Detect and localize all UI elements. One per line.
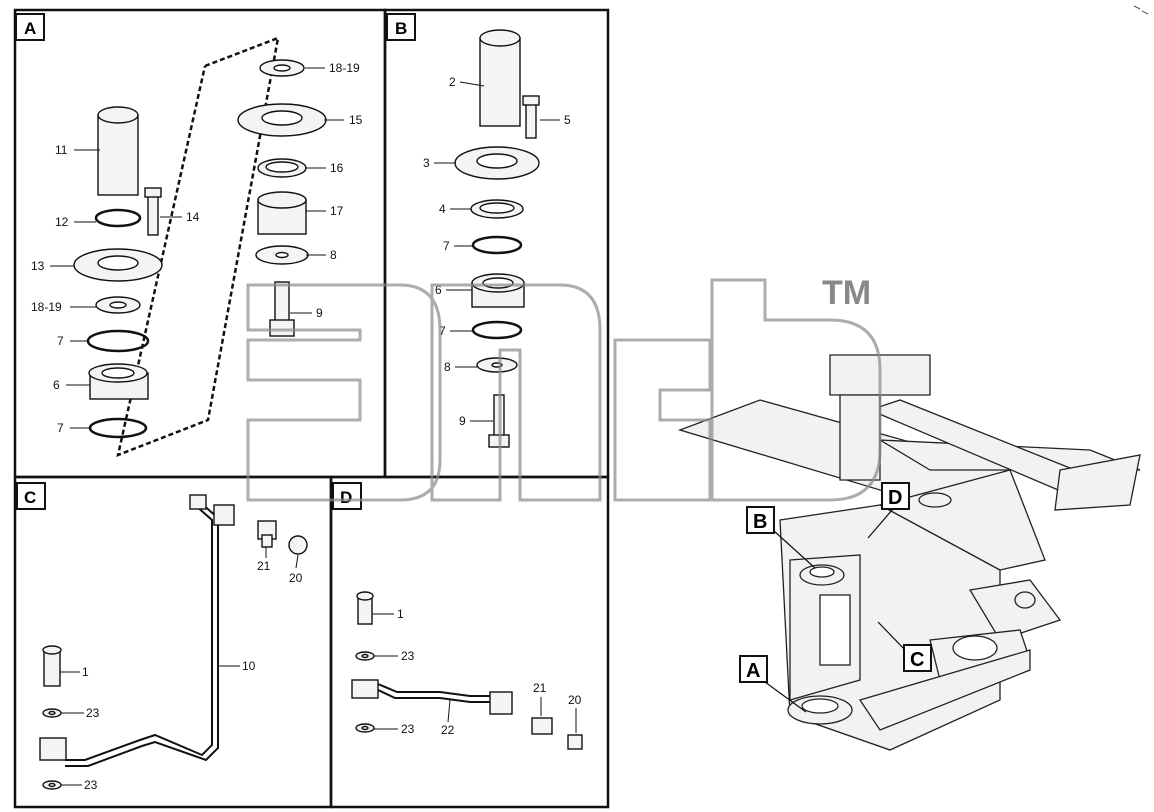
overview-callouts: B D A C bbox=[739, 482, 932, 683]
panel-frames bbox=[13, 8, 610, 809]
svg-text:3: 3 bbox=[423, 156, 430, 170]
svg-text:9: 9 bbox=[459, 414, 466, 428]
frame-overview-drawing bbox=[677, 354, 1141, 751]
svg-text:6: 6 bbox=[53, 378, 60, 392]
panel-c-leaders bbox=[60, 547, 299, 786]
watermark-logo bbox=[246, 278, 882, 502]
panel-letter-a: A bbox=[15, 13, 45, 41]
panel-a-callouts: 18-19 15 16 17 8 9 11 12 14 13 18-19 7 6… bbox=[31, 61, 363, 435]
svg-text:11: 11 bbox=[55, 143, 68, 157]
svg-text:1: 1 bbox=[82, 665, 89, 679]
panel-letter-c: C bbox=[16, 482, 46, 510]
panel-a-leaders bbox=[50, 67, 344, 429]
svg-text:C: C bbox=[910, 649, 924, 671]
svg-text:A: A bbox=[24, 19, 36, 38]
svg-text:B: B bbox=[395, 19, 407, 38]
svg-text:18-19: 18-19 bbox=[31, 300, 62, 314]
svg-text:20: 20 bbox=[289, 571, 303, 585]
svg-text:9: 9 bbox=[316, 306, 323, 320]
panel-d-callouts: 1 23 21 20 23 22 bbox=[397, 607, 582, 737]
svg-text:10: 10 bbox=[242, 659, 256, 673]
svg-text:23: 23 bbox=[86, 706, 100, 720]
svg-text:5: 5 bbox=[564, 113, 571, 127]
svg-text:D: D bbox=[888, 487, 902, 509]
svg-text:13: 13 bbox=[31, 259, 45, 273]
svg-text:17: 17 bbox=[330, 204, 344, 218]
panel-b-parts bbox=[454, 29, 540, 448]
svg-text:21: 21 bbox=[533, 681, 547, 695]
svg-text:14: 14 bbox=[186, 210, 200, 224]
svg-text:7: 7 bbox=[57, 421, 64, 435]
svg-text:18-19: 18-19 bbox=[329, 61, 360, 75]
svg-text:B: B bbox=[753, 511, 767, 533]
svg-text:23: 23 bbox=[84, 778, 98, 792]
svg-text:7: 7 bbox=[443, 239, 450, 253]
panel-c-callouts: 21 20 10 1 23 23 bbox=[82, 559, 303, 792]
panel-a-parts bbox=[73, 36, 327, 458]
svg-text:7: 7 bbox=[439, 324, 446, 338]
svg-text:C: C bbox=[24, 488, 36, 507]
svg-text:12: 12 bbox=[55, 215, 69, 229]
panel-letter-b: B bbox=[386, 13, 416, 41]
svg-text:4: 4 bbox=[439, 202, 446, 216]
svg-text:A: A bbox=[746, 660, 760, 682]
svg-text:6: 6 bbox=[435, 283, 442, 297]
svg-text:D: D bbox=[340, 488, 352, 507]
svg-text:23: 23 bbox=[401, 649, 415, 663]
svg-text:22: 22 bbox=[441, 723, 455, 737]
overview-leaders bbox=[764, 508, 908, 713]
svg-text:8: 8 bbox=[330, 248, 337, 262]
panel-d-leaders bbox=[372, 613, 577, 733]
watermark-tm: TM bbox=[822, 274, 871, 312]
svg-text:20: 20 bbox=[568, 693, 582, 707]
svg-text:15: 15 bbox=[349, 113, 363, 127]
svg-text:1: 1 bbox=[397, 607, 404, 621]
svg-text:21: 21 bbox=[257, 559, 271, 573]
panel-b-leaders bbox=[434, 81, 560, 422]
svg-text:16: 16 bbox=[330, 161, 344, 175]
svg-text:2: 2 bbox=[449, 75, 456, 89]
panel-letter-d: D bbox=[332, 482, 362, 510]
svg-text:23: 23 bbox=[401, 722, 415, 736]
corner-mark bbox=[1133, 5, 1149, 15]
panel-d-parts bbox=[351, 591, 583, 750]
panel-b-callouts: 2 5 3 4 7 6 7 8 9 bbox=[423, 75, 571, 428]
svg-text:8: 8 bbox=[444, 360, 451, 374]
panel-c-parts bbox=[39, 494, 308, 790]
svg-text:7: 7 bbox=[57, 334, 64, 348]
